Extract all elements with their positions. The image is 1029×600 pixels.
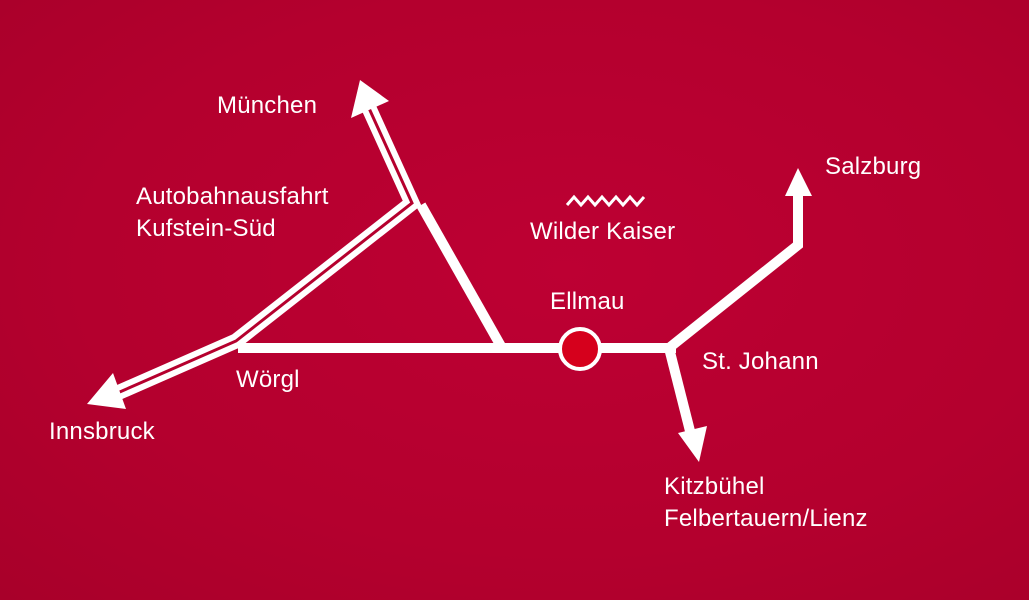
- label-felbertauern: Felbertauern/Lienz: [664, 505, 868, 532]
- road-st-johann-salzburg: [665, 194, 803, 352]
- label-exit-line1: Autobahnausfahrt: [136, 183, 329, 210]
- label-woergl: Wörgl: [236, 366, 300, 393]
- label-exit-line2: Kufstein-Süd: [136, 215, 276, 242]
- road-st-johann-kitzbuehel: [664, 346, 696, 437]
- road-kufstein-woergl-east: [416, 202, 507, 351]
- location-marker-icon: [558, 327, 602, 371]
- main-roads: [238, 194, 803, 437]
- arrow-kitzbuehel-icon: [678, 426, 707, 462]
- label-st-johann: St. Johann: [702, 348, 819, 375]
- mountain-zigzag-icon: [565, 194, 646, 208]
- label-salzburg: Salzburg: [825, 153, 922, 180]
- label-ellmau: Ellmau: [550, 288, 625, 315]
- motorway-inner: [105, 105, 414, 400]
- label-wilder-kaiser: Wilder Kaiser: [530, 218, 676, 245]
- motorway-route: [102, 102, 422, 405]
- label-kitzbuehel: Kitzbühel: [664, 473, 765, 500]
- motorway-outer: [102, 102, 422, 405]
- arrow-muenchen-icon: [351, 80, 389, 118]
- arrow-innsbruck-icon: [87, 373, 126, 409]
- label-innsbruck: Innsbruck: [49, 418, 155, 445]
- arrow-salzburg-icon: [785, 168, 812, 196]
- label-muenchen: München: [217, 92, 318, 119]
